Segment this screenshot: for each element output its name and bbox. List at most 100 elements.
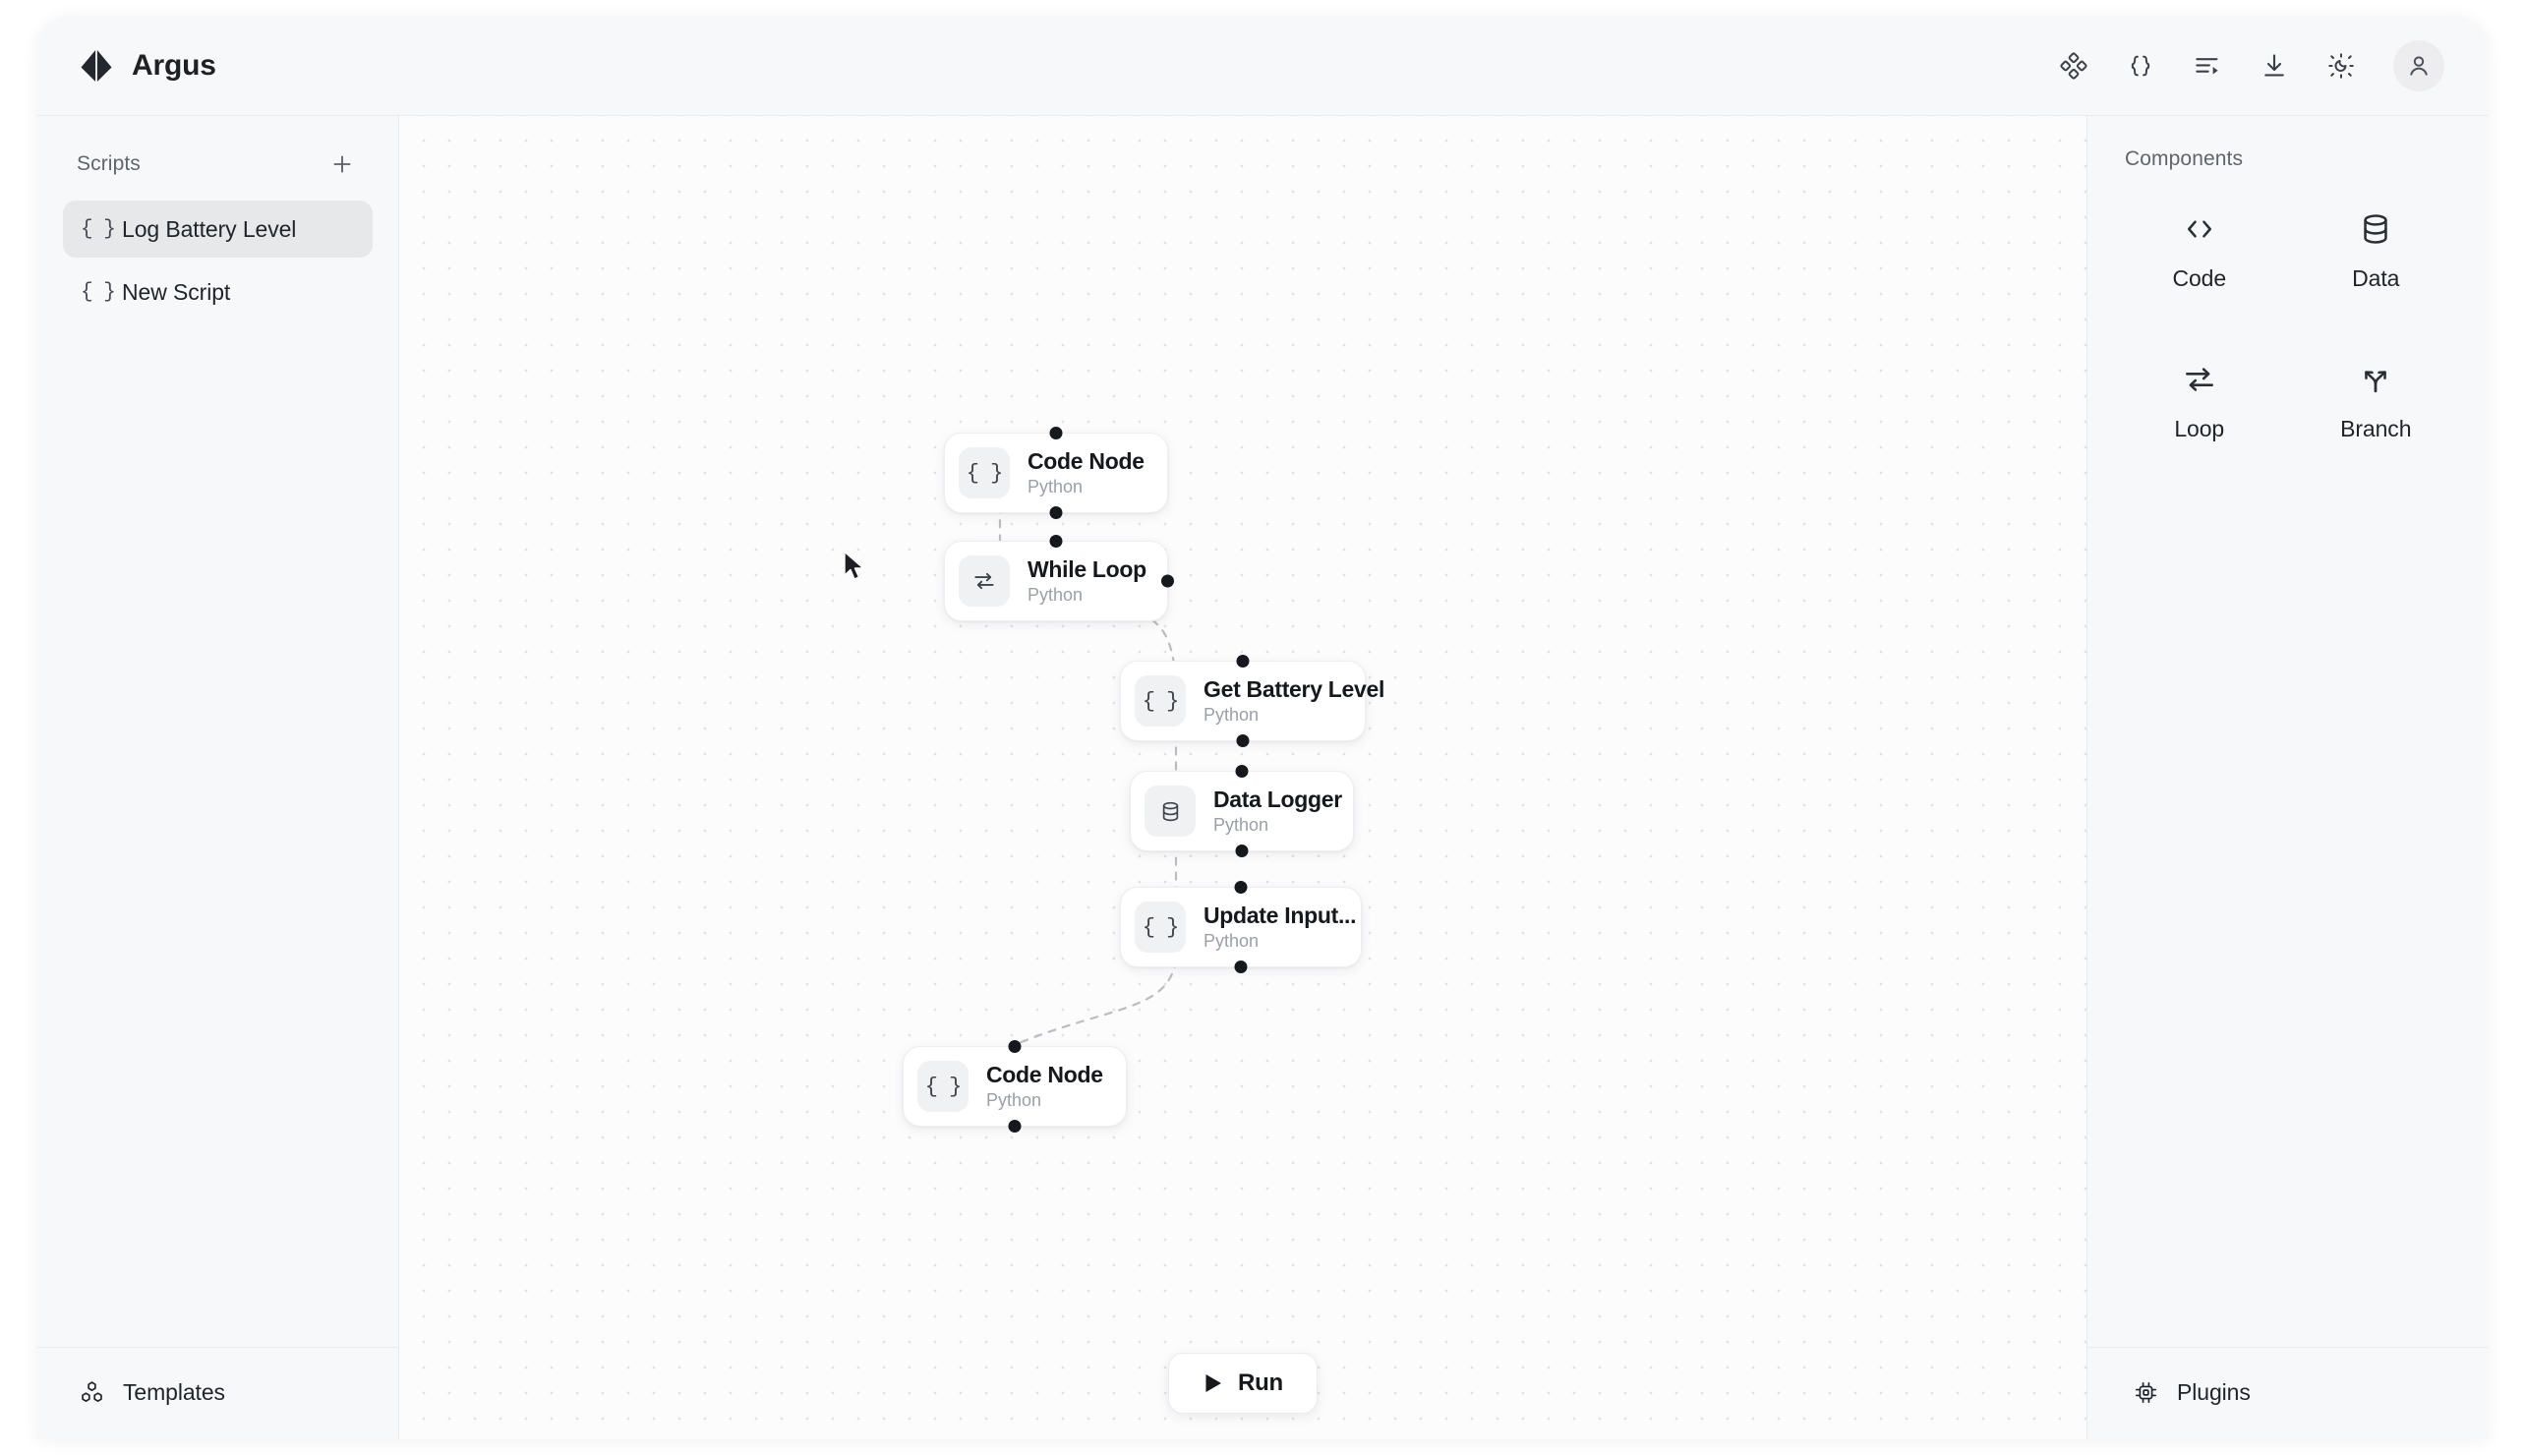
- brand: Argus: [77, 46, 216, 86]
- run-log-button[interactable]: [2185, 43, 2230, 88]
- database-icon: [2364, 214, 2387, 244]
- components-grid: Code Data: [2117, 204, 2458, 448]
- node-text: Update Input... Python: [1204, 903, 1357, 952]
- component-loop[interactable]: Loop: [2117, 355, 2282, 448]
- node-icon-chip: { }: [1135, 675, 1186, 727]
- node-port-top[interactable]: [1008, 1040, 1022, 1053]
- component-code[interactable]: Code: [2117, 204, 2282, 298]
- topbar-actions: [2051, 39, 2444, 91]
- chip-icon: [2135, 1381, 2157, 1404]
- sidebar-item-new-script[interactable]: { } New Script: [63, 263, 373, 320]
- node-icon-chip: { }: [1135, 902, 1186, 953]
- components-panel-title: Components: [2125, 147, 2244, 170]
- code-brackets-icon: [2187, 220, 2211, 238]
- component-label: Branch: [2340, 416, 2412, 441]
- plus-icon: [333, 155, 351, 173]
- node-subtitle: Python: [1204, 931, 1260, 951]
- flow-node-code-node-2[interactable]: { } Code Node Python: [903, 1040, 1127, 1133]
- braces-icon: { }: [924, 1074, 963, 1099]
- plugins-label: Plugins: [2177, 1379, 2251, 1405]
- main-body: Scripts { } Log Battery Level { } New Sc…: [37, 116, 2488, 1439]
- node-text: Code Node Python: [1028, 448, 1145, 497]
- download-button[interactable]: [2252, 43, 2297, 88]
- node-text: Get Battery Level Python: [1204, 676, 1384, 726]
- node-title: Code Node: [986, 1062, 1103, 1087]
- theme-toggle-icon: [2328, 52, 2354, 79]
- flow-node-data-logger[interactable]: Data Logger Python: [1130, 765, 1354, 857]
- component-data[interactable]: Data: [2294, 204, 2459, 298]
- node-title: While Loop: [1028, 556, 1146, 582]
- node-port-top[interactable]: [1234, 881, 1248, 894]
- sidebar-title: Scripts: [77, 152, 141, 175]
- node-port-bottom[interactable]: [1235, 844, 1249, 857]
- loop-icon: [2185, 368, 2213, 391]
- top-bar: Argus: [37, 16, 2488, 116]
- flow-node-code-node-1[interactable]: { } Code Node Python: [944, 427, 1168, 519]
- sidebar-header: Scripts: [63, 142, 373, 185]
- braces-icon: { }: [81, 217, 116, 241]
- sidebar-item-log-battery-level[interactable]: { } Log Battery Level: [63, 201, 373, 258]
- node-subtitle: Python: [986, 1090, 1042, 1110]
- edge-update-input-to-code-node: [957, 959, 1178, 1073]
- argus-arrow-logo-icon: [81, 49, 112, 82]
- sidebar-top: Scripts { } Log Battery Level { } New Sc…: [37, 116, 398, 1347]
- node-subtitle: Python: [1028, 585, 1084, 605]
- play-icon: [1205, 1374, 1221, 1392]
- braces-icon: [2131, 55, 2150, 76]
- loop-icon: [974, 572, 994, 590]
- node-port-bottom[interactable]: [1236, 734, 1250, 747]
- flow-node-update-input[interactable]: { } Update Input... Python: [1120, 881, 1362, 973]
- node-port-right[interactable]: [1161, 574, 1174, 588]
- flow-node-get-battery-level[interactable]: { } Get Battery Level Python: [1120, 655, 1384, 747]
- templates-button[interactable]: Templates: [63, 1371, 373, 1414]
- templates-label: Templates: [123, 1379, 225, 1405]
- branch-icon: [2365, 371, 2387, 393]
- node-title: Update Input...: [1204, 903, 1357, 928]
- sidebar: Scripts { } Log Battery Level { } New Sc…: [37, 116, 399, 1439]
- app-title: Argus: [132, 48, 216, 82]
- user-avatar-button[interactable]: [2393, 39, 2444, 91]
- component-label: Code: [2172, 265, 2227, 291]
- node-port-top[interactable]: [1235, 765, 1249, 778]
- node-icon-chip: [959, 555, 1010, 607]
- node-port-top[interactable]: [1236, 655, 1250, 668]
- code-view-button[interactable]: [2118, 43, 2163, 88]
- run-button[interactable]: Run: [1167, 1353, 1319, 1414]
- node-text: Data Logger Python: [1213, 786, 1342, 836]
- theme-toggle-button[interactable]: [2319, 43, 2364, 88]
- user-avatar-icon: [2410, 55, 2428, 76]
- node-title: Code Node: [1028, 448, 1145, 474]
- plugins-button[interactable]: Plugins: [2117, 1371, 2458, 1414]
- sidebar-item-label: Log Battery Level: [122, 215, 297, 242]
- components-panel-footer: Plugins: [2087, 1347, 2488, 1439]
- flow-canvas[interactable]: { } Code Node Python While L: [399, 116, 2086, 1439]
- node-icon-chip: { }: [959, 447, 1010, 498]
- list-play-icon: [2196, 57, 2218, 74]
- add-script-button[interactable]: [325, 147, 359, 181]
- node-port-bottom[interactable]: [1049, 506, 1063, 519]
- node-title: Get Battery Level: [1204, 676, 1385, 702]
- braces-icon: { }: [966, 460, 1004, 486]
- component-label: Data: [2352, 265, 2400, 291]
- node-port-top[interactable]: [1049, 427, 1063, 439]
- node-title: Data Logger: [1213, 786, 1342, 812]
- database-icon: [1162, 801, 1178, 821]
- components-panel-top: Components Code: [2087, 116, 2488, 1347]
- braces-icon: { }: [1142, 914, 1180, 940]
- download-icon: [2264, 53, 2284, 76]
- flow-node-while-loop[interactable]: While Loop Python: [944, 535, 1174, 621]
- run-button-label: Run: [1237, 1369, 1284, 1396]
- braces-icon: { }: [81, 280, 116, 304]
- node-port-bottom[interactable]: [1008, 1120, 1022, 1133]
- sidebar-footer: Templates: [37, 1347, 398, 1439]
- node-port-bottom[interactable]: [1234, 961, 1248, 973]
- node-text: Code Node Python: [986, 1062, 1103, 1111]
- node-icon-chip: { }: [917, 1061, 969, 1112]
- sidebar-item-label: New Script: [122, 278, 231, 305]
- grid-diamond-icon: [2060, 51, 2087, 80]
- components-toggle-button[interactable]: [2051, 43, 2096, 88]
- component-branch[interactable]: Branch: [2294, 355, 2459, 448]
- node-subtitle: Python: [1028, 477, 1084, 496]
- node-port-top[interactable]: [1049, 535, 1063, 548]
- node-text: While Loop Python: [1028, 556, 1146, 606]
